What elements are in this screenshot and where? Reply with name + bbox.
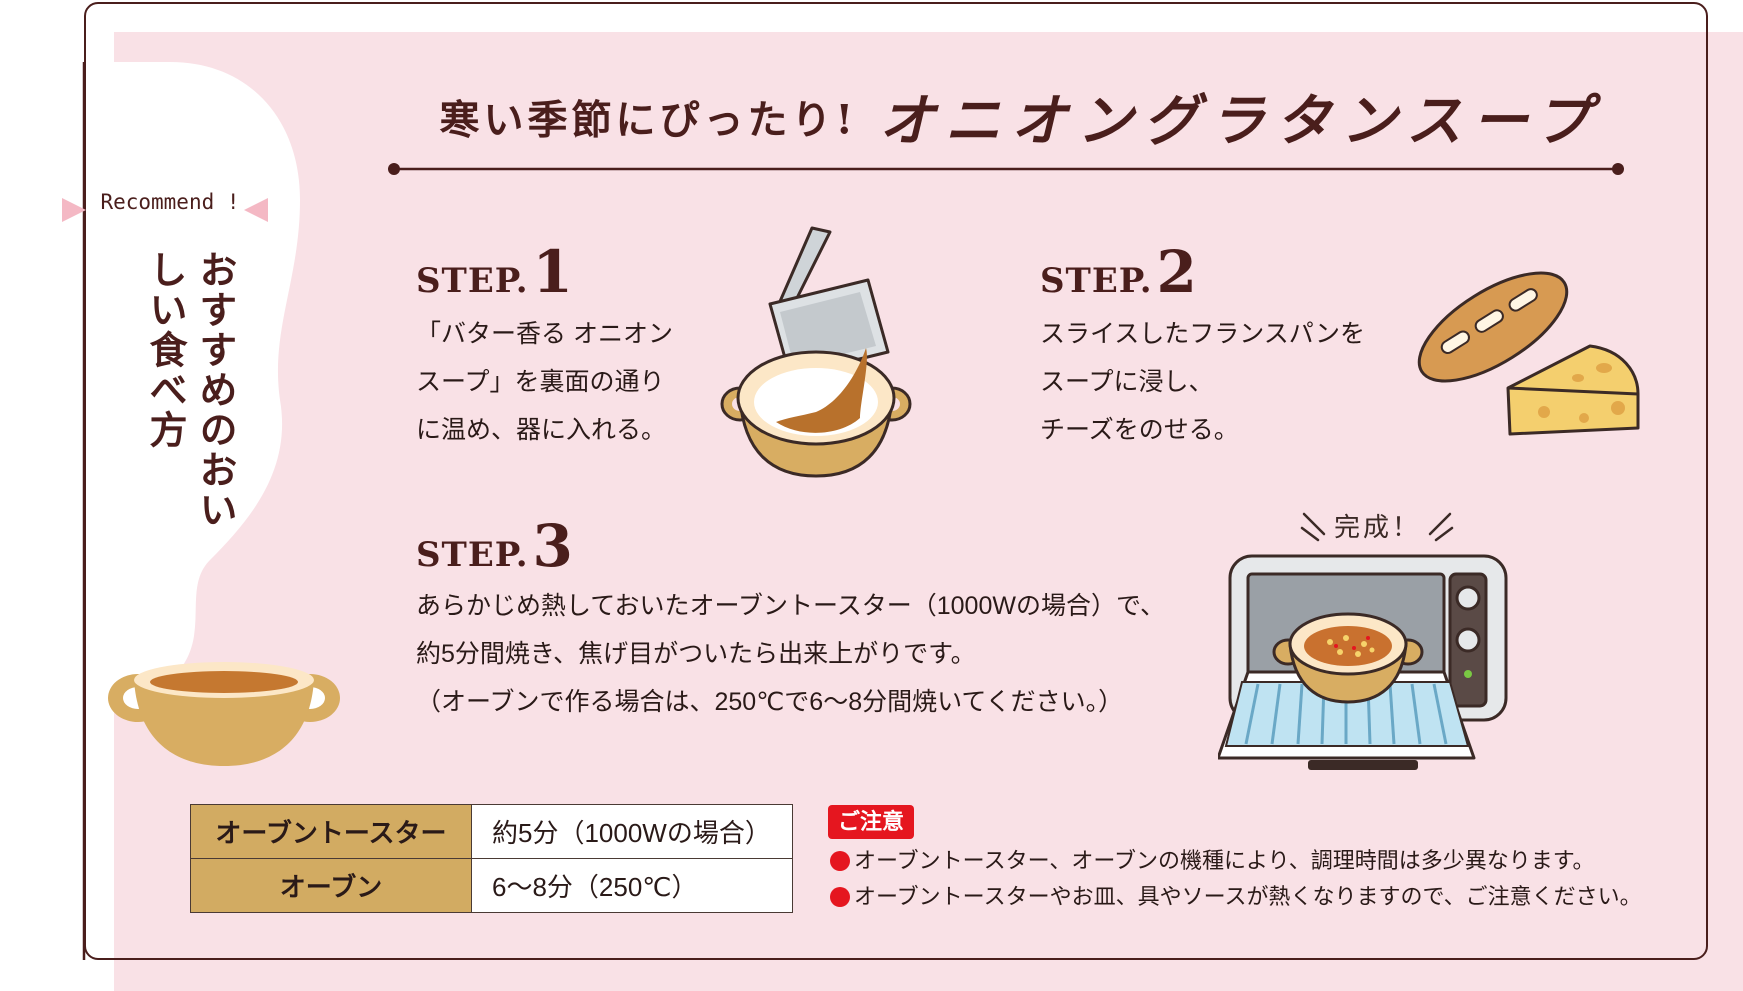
step2-text: スライスしたフランスパンを スープに浸し、 チーズをのせる。: [1040, 320, 1366, 444]
title-divider: [388, 163, 1624, 175]
step1-heading: STEP.1: [416, 238, 573, 306]
step2-heading: STEP.2: [1040, 238, 1197, 306]
caution-list: オーブントースター、オーブンの機種により、調理時間は多少異なります。 オーブント…: [830, 843, 1642, 915]
step3-number: 3: [532, 512, 573, 580]
caution-badge: ご注意: [828, 805, 915, 839]
step1-text: 「バター香る オニオン スープ」を裏面の通り に温め、器に入れる。: [416, 320, 673, 444]
title-main: オニオングラタンスープ: [879, 88, 1601, 154]
sparkle-right-icon: [244, 198, 268, 222]
done-label: 完成！: [1334, 513, 1422, 543]
list-item: オーブントースターやお皿、具やソースが熱くなりますので、ご注意ください。: [830, 879, 1642, 915]
bullet-dot-icon: [830, 887, 850, 907]
time-cell: 約5分（1000Wの場合）: [471, 804, 793, 859]
table-row: オーブン 6〜8分（250℃）: [190, 858, 793, 913]
step3-heading: STEP.3: [416, 512, 573, 580]
pouring-soup-pot-icon: [720, 226, 912, 478]
recommend-label: Recommend !: [100, 190, 240, 214]
sparkle-left-icon: [62, 198, 86, 222]
step1-number: 1: [532, 238, 573, 306]
list-item: オーブントースター、オーブンの機種により、調理時間は多少異なります。: [830, 843, 1642, 879]
sparkle-lines-left-icon: [1300, 512, 1326, 542]
cheese-icon: [1506, 344, 1640, 436]
step3-text: あらかじめ熱しておいたオーブントースター（1000Wの場合）で、 約5分間焼き、…: [416, 592, 1165, 716]
recipe-title: 寒い季節にぴったり! オニオングラタンスープ: [300, 76, 1740, 157]
table-row: オーブントースター 約5分（1000Wの場合）: [190, 804, 793, 859]
appliance-cell: オーブン: [190, 858, 472, 913]
toaster-oven-icon: [1218, 554, 1508, 770]
bullet-dot-icon: [830, 851, 850, 871]
step2-number: 2: [1156, 238, 1197, 306]
soup-cup-icon: [108, 662, 340, 766]
outer-frame: [84, 2, 1708, 960]
sparkle-lines-right-icon: [1428, 512, 1454, 542]
appliance-cell: オーブントースター: [190, 804, 472, 859]
cooking-time-table: オーブントースター 約5分（1000Wの場合） オーブン 6〜8分（250℃）: [190, 804, 793, 913]
recommended-way-heading: おすすめのおいしい食べ方: [143, 250, 238, 530]
time-cell: 6〜8分（250℃）: [471, 858, 793, 913]
baguette-icon: [1417, 271, 1569, 383]
title-subtitle: 寒い季節にぴったり!: [439, 96, 858, 144]
